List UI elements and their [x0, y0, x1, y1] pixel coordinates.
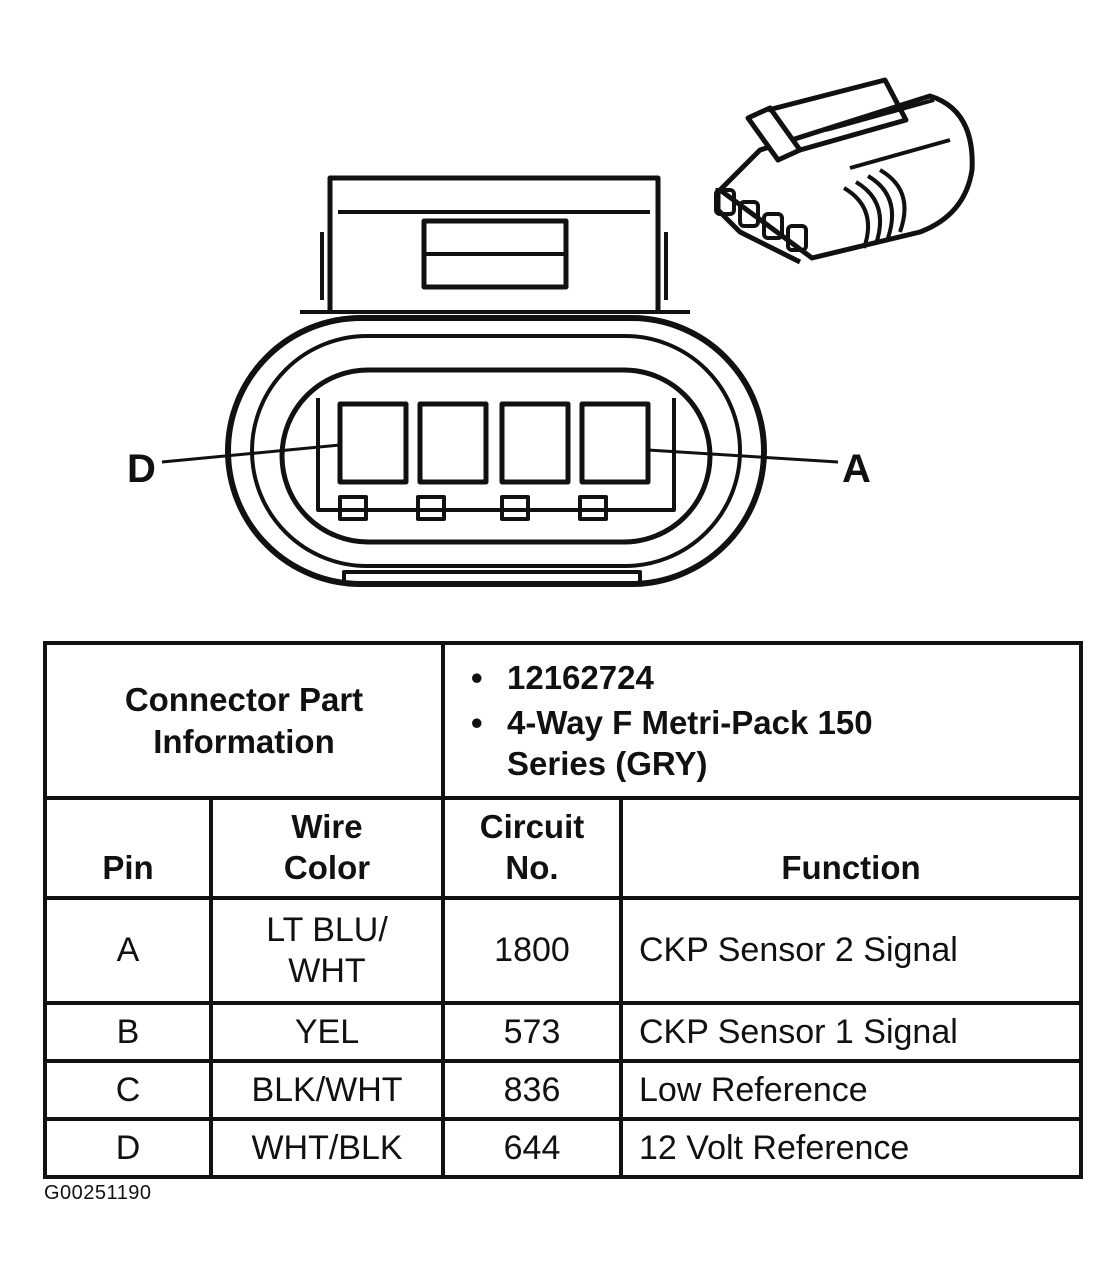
- col-header-function: Function: [619, 796, 1083, 900]
- circuit-cell: 644: [441, 1117, 623, 1179]
- connector-info-table: Connector Part Information 12162724 4-Wa…: [43, 641, 1083, 1179]
- pin-cell: B: [43, 1001, 213, 1063]
- col-header-pin: Pin: [43, 796, 213, 900]
- cavity-b: [499, 401, 571, 485]
- function-cell: CKP Sensor 1 Signal: [619, 1001, 1083, 1063]
- cavity-a: [579, 401, 651, 485]
- circuit-cell: 1800: [441, 896, 623, 1005]
- pin-label-a: A: [842, 447, 871, 491]
- table-row: C BLK/WHT 836 Low Reference: [43, 1059, 1083, 1121]
- leader-line-a: [647, 448, 839, 464]
- pin-cell: D: [43, 1117, 213, 1179]
- leader-line-d: [161, 443, 341, 464]
- pin-label-d: D: [127, 447, 156, 491]
- function-cell: 12 Volt Reference: [619, 1117, 1083, 1179]
- lock-window: [421, 218, 569, 290]
- function-cell: Low Reference: [619, 1059, 1083, 1121]
- cavity-d: [337, 401, 409, 485]
- connector-lock-tab: [327, 175, 661, 312]
- wire-color-cell: YEL: [209, 1001, 445, 1063]
- table-row: B YEL 573 CKP Sensor 1 Signal: [43, 1001, 1083, 1063]
- circuit-cell: 573: [441, 1001, 623, 1063]
- col-header-wire-color: Wire Color: [209, 796, 445, 900]
- connector-diagram: [161, 77, 975, 587]
- table-row: A LT BLU/ WHT 1800 CKP Sensor 2 Signal: [43, 896, 1083, 1005]
- wire-color-cell: WHT/BLK: [209, 1117, 445, 1179]
- part-info-row: Connector Part Information 12162724 4-Wa…: [43, 641, 1083, 800]
- wire-color-cell: LT BLU/ WHT: [209, 896, 445, 1005]
- connector-body: [225, 315, 767, 587]
- wire-color-cell: BLK/WHT: [209, 1059, 445, 1121]
- column-header-row: Pin Wire Color Circuit No. Function: [43, 796, 1083, 900]
- part-info-values: 12162724 4-Way F Metri-Pack 150 Series (…: [441, 641, 1083, 800]
- pin-cell: C: [43, 1059, 213, 1121]
- part-number: 12162724: [471, 657, 1079, 699]
- col-header-circuit: Circuit No.: [441, 796, 623, 900]
- function-cell: CKP Sensor 2 Signal: [619, 896, 1083, 1005]
- table-row: D WHT/BLK 644 12 Volt Reference: [43, 1117, 1083, 1179]
- part-description: 4-Way F Metri-Pack 150 Series (GRY): [471, 702, 887, 785]
- circuit-cell: 836: [441, 1059, 623, 1121]
- figure-id: G00251190: [44, 1182, 152, 1204]
- part-info-header: Connector Part Information: [43, 641, 445, 800]
- cavity-c: [417, 401, 489, 485]
- pin-cell: A: [43, 896, 213, 1005]
- connector-perspective-view: [714, 77, 975, 265]
